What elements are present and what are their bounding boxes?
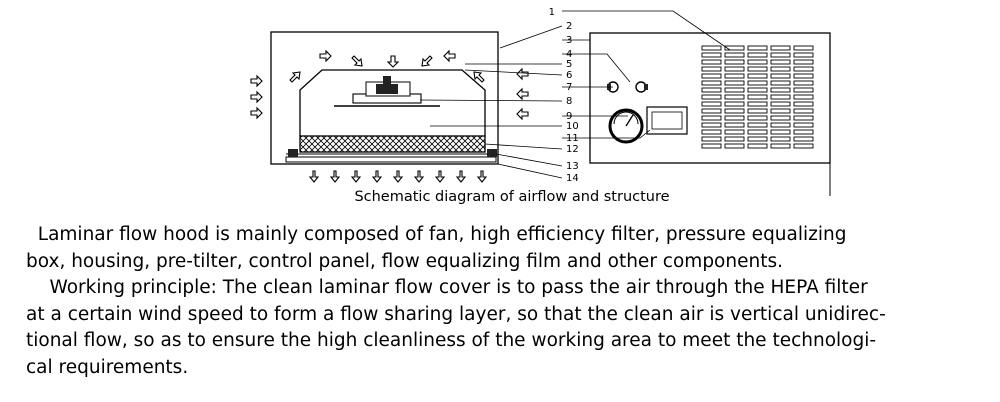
description-text: Laminar flow hood is mainly composed of … [26, 222, 986, 381]
text-line-3: Working principle: The clean laminar flo… [26, 277, 868, 298]
fan-icon [334, 76, 440, 107]
label-8: 8 [566, 96, 572, 107]
label-14: 14 [566, 173, 579, 184]
label-7: 7 [566, 82, 572, 93]
label-1: 1 [549, 7, 555, 18]
text-line-1: Laminar flow hood is mainly composed of … [26, 224, 847, 245]
text-line-2: box, housing, pre-tilter, control panel,… [26, 250, 783, 272]
label-2: 2 [566, 21, 572, 32]
part-number-labels: 1 2 3 4 5 6 7 8 9 10 11 12 13 14 [549, 7, 579, 184]
label-4: 4 [566, 49, 572, 60]
airflow-arrows [250, 49, 529, 183]
airflow-structure-diagram: 1 2 3 4 5 6 7 8 9 10 11 12 13 14 Schemat… [250, 7, 831, 205]
control-panel-housing [589, 32, 831, 164]
label-5: 5 [566, 59, 572, 70]
switch-icon [607, 81, 648, 93]
diagram-caption: Schematic diagram of airflow and structu… [354, 189, 669, 205]
pressure-gauge-icon [608, 108, 644, 144]
hepa-filter [299, 135, 486, 153]
display-screen [646, 106, 688, 135]
label-11: 11 [566, 133, 579, 144]
label-3: 3 [566, 35, 572, 46]
label-10: 10 [566, 121, 579, 132]
label-12: 12 [566, 144, 579, 155]
clamp-right [487, 149, 497, 157]
text-line-5: tional flow, so as to ensure the high cl… [26, 330, 877, 351]
pressure-box [299, 69, 486, 136]
clamp-left [288, 149, 298, 157]
label-13: 13 [566, 161, 579, 172]
hood-housing [270, 31, 499, 165]
leader-lines [419, 10, 731, 179]
text-line-6: cal requirements. [26, 356, 189, 378]
equalizing-film [285, 156, 497, 163]
label-9: 9 [566, 111, 572, 122]
text-line-4: at a certain wind speed to form a flow s… [26, 303, 886, 325]
vent-grille [701, 45, 814, 149]
label-6: 6 [566, 70, 572, 81]
